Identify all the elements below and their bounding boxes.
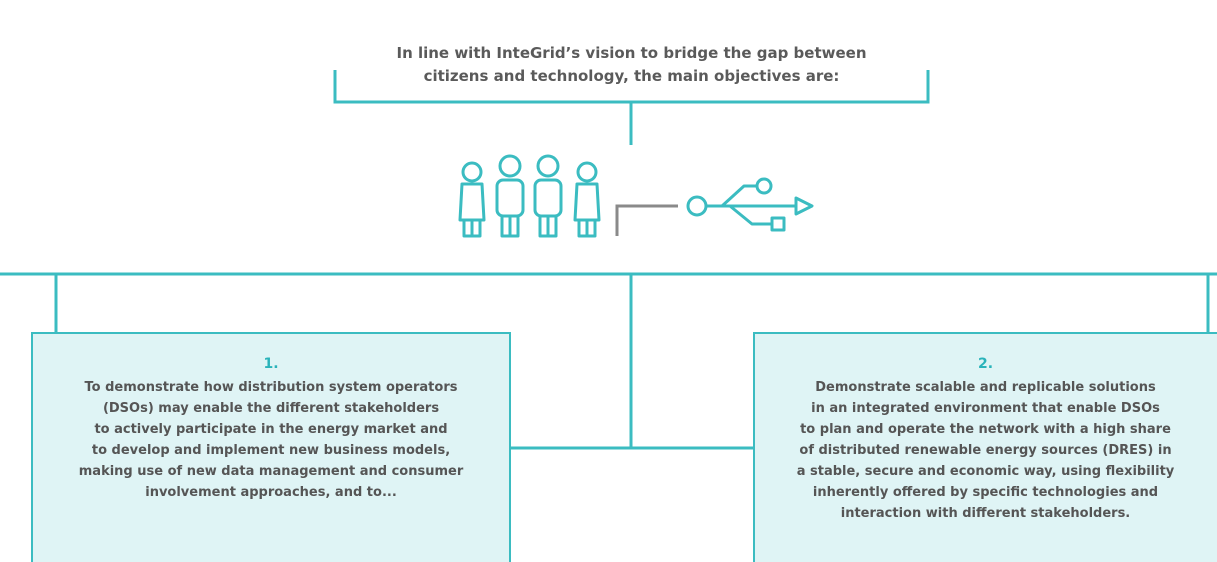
objective-box-2: 2. Demonstrate scalable and replicable s… — [753, 332, 1217, 562]
heading-bracket — [333, 70, 930, 145]
heading-line-1: In line with InteGrid’s vision to bridge… — [396, 44, 867, 62]
objective-text-line: making use of new data management and co… — [78, 464, 464, 479]
objective-text-line: a stable, secure and economic way, using… — [796, 464, 1175, 479]
link-line — [615, 204, 678, 236]
diagram-heading: In line with InteGrid’s vision to bridge… — [335, 42, 928, 88]
usb-connector-icon — [686, 177, 814, 232]
objective-text-line: of distributed renewable energy sources … — [799, 443, 1172, 458]
branch-lines — [0, 272, 1217, 450]
people-icon — [458, 154, 601, 238]
objective-text-line: involvement approaches, and to... — [145, 485, 397, 500]
objective-box-1: 1. To demonstrate how distribution syste… — [31, 332, 511, 562]
objective-number: 2. — [977, 356, 994, 372]
objective-text-line: in an integrated environment that enable… — [811, 401, 1160, 416]
objective-text-line: To demonstrate how distribution system o… — [84, 380, 458, 395]
objective-text-line: interaction with different stakeholders. — [840, 506, 1131, 521]
objective-number: 1. — [263, 356, 279, 372]
objective-text-line: inherently offered by specific technolog… — [812, 485, 1159, 500]
objective-text-line: to develop and implement new business mo… — [91, 443, 451, 458]
objective-text-line: (DSOs) may enable the different stakehol… — [102, 401, 440, 416]
heading-line-2: citizens and technology, the main object… — [423, 67, 840, 85]
objective-text-line: Demonstrate scalable and replicable solu… — [815, 380, 1156, 395]
objective-text-line: to plan and operate the network with a h… — [800, 422, 1171, 437]
objective-text-line: to actively participate in the energy ma… — [94, 422, 448, 437]
